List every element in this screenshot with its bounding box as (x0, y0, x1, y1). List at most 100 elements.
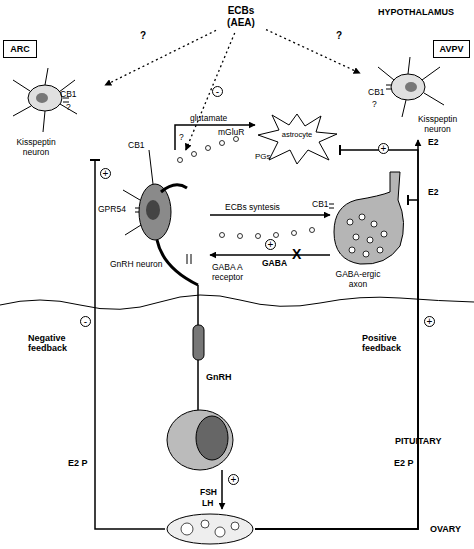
ecb-dot (178, 158, 183, 163)
label-text: LH (202, 499, 213, 509)
shape-part (377, 247, 383, 253)
label-text: ? (372, 100, 377, 110)
label-text: E2 P (394, 458, 414, 468)
shape-part (13, 68, 77, 132)
label-text: Positive feedback (362, 333, 417, 354)
connector (210, 254, 330, 256)
node-text: ECBs (AEA) (222, 5, 260, 28)
shape-part (146, 200, 160, 220)
edge-label: E2 (428, 138, 438, 148)
shape-part (181, 520, 239, 537)
shape-part (334, 172, 404, 264)
node-shape (165, 512, 255, 546)
label-text: + (100, 168, 111, 179)
label-text: X (292, 246, 301, 262)
node-text: PGs (255, 152, 285, 161)
ecb-dot (192, 152, 197, 157)
shape-part (161, 185, 187, 192)
shape-part (167, 514, 253, 544)
shape-part (378, 57, 444, 117)
shape-part (181, 523, 193, 535)
ecb-node: ECBs (AEA) (216, 3, 266, 33)
label-text: CB1 (60, 90, 77, 100)
node-text: GnRH neuron (110, 260, 170, 270)
shape-part (28, 85, 62, 111)
shape-part (201, 520, 209, 528)
label-text: HYPOTHALAMUS (378, 7, 454, 17)
edge-label: - (212, 86, 223, 97)
connector (266, 30, 360, 74)
label-text: + (228, 474, 239, 485)
shape-part (231, 522, 239, 530)
node-text: astrocyte (267, 131, 327, 140)
ecb-dot (206, 146, 211, 151)
shape-part (329, 204, 334, 208)
neuron-node: GnRH neuron (105, 150, 210, 285)
shape-part (367, 237, 373, 243)
portal-vessel (193, 325, 204, 360)
connector (210, 214, 330, 216)
ecb-dot (256, 234, 261, 239)
label-text: ? (179, 133, 184, 143)
ecb-dot (274, 233, 279, 238)
edge-label: E2 (428, 188, 438, 198)
edge-label: ECBs syntesis (225, 203, 280, 213)
shape-part (359, 214, 365, 220)
shape-part (353, 234, 359, 240)
label-text: mGluR (218, 128, 244, 138)
label-text: CB1 (312, 200, 329, 210)
node-text: OVARY (430, 524, 474, 534)
node-text: Kisspeptin neuron (410, 115, 465, 135)
ecb-dot (234, 137, 239, 142)
shape-part (139, 184, 171, 240)
edge-label: GABA (262, 259, 287, 269)
node-text: AVPV (434, 44, 469, 54)
neuron-node: Kisspeptin neuron (5, 60, 105, 160)
shape-part (187, 254, 191, 264)
label-text: CB1 (128, 141, 145, 151)
pituitary-lobe (196, 416, 228, 460)
shape-part (405, 82, 417, 92)
shape-part (363, 251, 369, 257)
astrocyte-node: astrocytePGs (255, 110, 340, 165)
label-text: PITUITARY (395, 436, 442, 446)
label-text: + (424, 316, 435, 327)
shape-part (349, 247, 355, 253)
node-text: ARC (4, 44, 36, 54)
label-text: CB1 (368, 88, 385, 98)
label-text: GABA A receptor (212, 263, 252, 283)
connector (255, 140, 418, 529)
shape-part (347, 219, 353, 225)
hormone-arrow (221, 470, 223, 509)
edge-label: ? (140, 30, 146, 42)
label-text: - (80, 316, 91, 327)
region-box: ARC (3, 40, 37, 58)
connector (105, 30, 216, 85)
edge-label: glutamate (190, 114, 227, 124)
node-text: Kisspeptin neuron (5, 138, 67, 158)
axon-node: GABA-ergic axon (330, 172, 408, 297)
shape-part (157, 240, 198, 285)
shape-part (36, 93, 48, 103)
label-text: Negative feedback (28, 333, 88, 354)
pituitary-gland (167, 410, 233, 470)
shape-part (347, 214, 387, 257)
node-text: GABA-ergic axon (330, 270, 386, 290)
shape-part (215, 527, 225, 537)
label-text: FSH (200, 488, 217, 498)
ecb-dot (220, 233, 225, 238)
ecb-dot (292, 231, 297, 236)
label-text: + (265, 239, 276, 250)
region-box: AVPV (433, 40, 470, 58)
connector (175, 125, 255, 150)
ecb-dot (220, 141, 225, 146)
ecb-dot (238, 234, 243, 239)
brain-boundary (0, 295, 474, 309)
connector (95, 160, 165, 529)
label-text: E2 P (68, 458, 88, 468)
ovary-node: OVARY (165, 512, 255, 546)
label-text: GPR54 (98, 205, 126, 215)
label-text: + (378, 143, 389, 154)
edge-label: ? (336, 30, 342, 42)
